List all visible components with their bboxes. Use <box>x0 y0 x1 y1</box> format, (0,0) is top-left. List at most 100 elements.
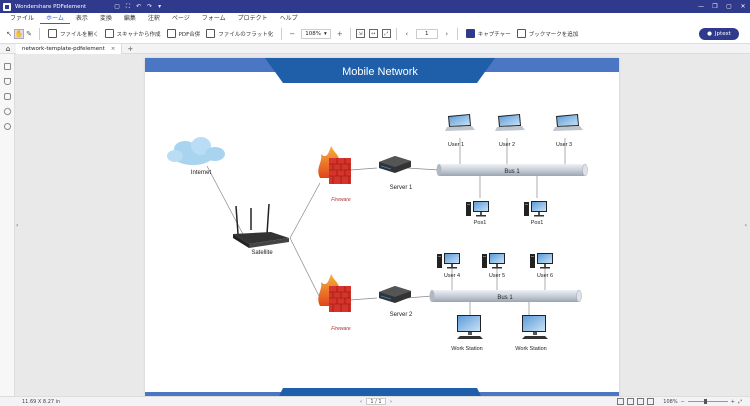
select-tool-icon[interactable]: ↖ <box>6 29 12 38</box>
user-6-label: User 6 <box>537 273 553 279</box>
status-zoom-value: 108% <box>663 398 678 405</box>
app-name: Wondershare PDFelement <box>15 3 87 10</box>
zoom-in-button[interactable]: + <box>336 29 343 38</box>
fullscreen-toggle-icon[interactable]: ⤢ <box>737 398 742 405</box>
workstation-monitor-icon <box>522 315 548 339</box>
server-1-label: Server 1 <box>390 185 413 191</box>
diagram-title: Mobile Network <box>342 66 418 78</box>
jptext-button[interactable]: ● Jptext <box>699 28 739 40</box>
bookmark-icon <box>516 29 526 38</box>
network-diagram: Mobile Network <box>145 58 619 396</box>
capture-button[interactable]: キャプチャー <box>463 27 514 41</box>
prev-page-button[interactable]: ‹ <box>405 29 409 38</box>
flatten-file-button[interactable]: ファイルのフラット化 <box>203 27 276 41</box>
menu-form[interactable]: フォーム <box>201 15 226 22</box>
menu-protect[interactable]: プロテクト <box>237 15 268 22</box>
add-tab-button[interactable]: + <box>127 44 134 53</box>
view-controls: 108% − + ⤢ <box>617 398 742 405</box>
status-zoom-in-icon[interactable]: + <box>730 398 735 405</box>
folder-icon <box>48 29 57 38</box>
toolbar-divider <box>39 27 40 40</box>
thumbnails-icon[interactable] <box>4 63 11 70</box>
pdf-page: Mobile Network <box>145 58 619 396</box>
firewall-2-label: Fireware <box>331 326 351 332</box>
home-icon[interactable]: ⌂ <box>5 44 11 53</box>
server-icon <box>378 285 412 304</box>
fit-visible-icon[interactable]: ⤢ <box>381 29 391 38</box>
right-panel-collapse-icon[interactable]: ‹ <box>744 222 747 229</box>
satellite-label: Satellite <box>251 250 273 256</box>
close-window-button[interactable]: ✕ <box>740 3 746 10</box>
menu-home[interactable]: ホーム <box>40 13 70 24</box>
restore-button[interactable]: ❐ <box>712 3 718 10</box>
hand-tool-icon[interactable]: ✋ <box>14 28 24 39</box>
search-panel-icon[interactable] <box>4 123 11 130</box>
attachment-panel-icon[interactable] <box>2 106 13 117</box>
bookmark-panel-icon[interactable] <box>4 78 11 85</box>
continuous-view-icon[interactable] <box>627 398 635 405</box>
page-number-input[interactable]: 1 <box>415 28 438 39</box>
menu-convert[interactable]: 変換 <box>99 15 112 22</box>
comment-panel-icon[interactable] <box>4 93 11 100</box>
tab-network-template[interactable]: network-template-pdfelement × <box>16 43 123 54</box>
sidebar-collapse-icon[interactable]: › <box>16 222 19 229</box>
server-2-label: Server 2 <box>390 312 413 318</box>
menu-help[interactable]: ヘルプ <box>279 15 298 22</box>
status-zoom-out-icon[interactable]: − <box>680 398 685 405</box>
workstation-monitor-icon <box>457 315 483 339</box>
add-bookmark-label: ブックマークを追加 <box>528 31 579 38</box>
two-page-continuous-icon[interactable] <box>647 398 655 405</box>
status-bar: 11.69 X 8.27 in ‹ 1 / 1 › 108% − + ⤢ <box>0 396 750 406</box>
customize-dropdown-icon[interactable]: ▾ <box>158 2 162 10</box>
minimize-button[interactable]: — <box>698 3 704 10</box>
zoom-select[interactable]: 108% ▾ <box>301 28 331 39</box>
menu-edit[interactable]: 編集 <box>123 15 136 22</box>
laptop-icon <box>553 114 583 131</box>
menu-page[interactable]: ページ <box>171 15 190 22</box>
maximize-button[interactable]: ▢ <box>726 3 732 10</box>
toolbar-divider <box>281 27 283 40</box>
workstation-1-label: Work Station <box>451 346 482 352</box>
user-1-label: User 1 <box>448 142 464 148</box>
single-page-view-icon[interactable] <box>617 398 625 405</box>
open-file-label: ファイルを開く <box>60 31 99 38</box>
zoom-slider[interactable] <box>687 399 728 404</box>
status-page-input[interactable]: 1 / 1 <box>366 398 386 405</box>
title-bar: Wondershare PDFelement ▢ ⛶ ↶ ↷ ▾ — ❐ ▢ ✕ <box>0 0 750 13</box>
scan-create-label: スキャナから作成 <box>116 31 161 38</box>
edit-tool-icon[interactable]: ✎ <box>26 29 32 38</box>
zoom-out-button[interactable]: − <box>289 29 296 38</box>
bus-1-cylinder <box>436 163 588 177</box>
user-3-label: User 3 <box>556 142 572 148</box>
menu-view[interactable]: 表示 <box>75 15 88 22</box>
add-bookmark-button[interactable]: ブックマークを追加 <box>514 27 582 41</box>
satellite-router-icon <box>233 203 289 248</box>
fullscreen-icon[interactable]: ⛶ <box>125 2 131 10</box>
toolbar-divider <box>395 27 397 40</box>
scan-create-button[interactable]: スキャナから作成 <box>102 27 164 41</box>
menu-comment[interactable]: 注釈 <box>147 15 160 22</box>
camera-icon <box>465 29 475 38</box>
pdf-merge-label: PDF合併 <box>178 31 201 38</box>
firewall-1-label: Fireware <box>331 197 351 203</box>
fit-page-icon[interactable]: ⇲ <box>355 29 365 38</box>
two-page-view-icon[interactable] <box>637 398 645 405</box>
open-file-button[interactable]: ファイルを開く <box>45 27 102 41</box>
firewall-icon <box>318 145 352 185</box>
next-page-button[interactable]: › <box>445 29 449 38</box>
scanner-icon <box>104 29 114 38</box>
redo-icon[interactable]: ↷ <box>147 2 153 10</box>
fit-width-icon[interactable]: ↔ <box>368 29 378 38</box>
status-next-page[interactable]: › <box>390 398 392 405</box>
toolbar-divider <box>456 27 458 40</box>
toolbar-divider <box>349 27 351 40</box>
chevron-down-icon: ▾ <box>324 30 327 37</box>
close-tab-icon[interactable]: × <box>110 45 116 52</box>
app-logo-icon <box>3 2 11 11</box>
save-icon[interactable]: ▢ <box>114 2 120 10</box>
menu-file[interactable]: ファイル <box>10 15 35 22</box>
footer-banner <box>279 388 481 396</box>
undo-icon[interactable]: ↶ <box>136 2 142 10</box>
pdf-merge-button[interactable]: PDF合併 <box>164 27 204 41</box>
status-prev-page[interactable]: ‹ <box>360 398 362 405</box>
